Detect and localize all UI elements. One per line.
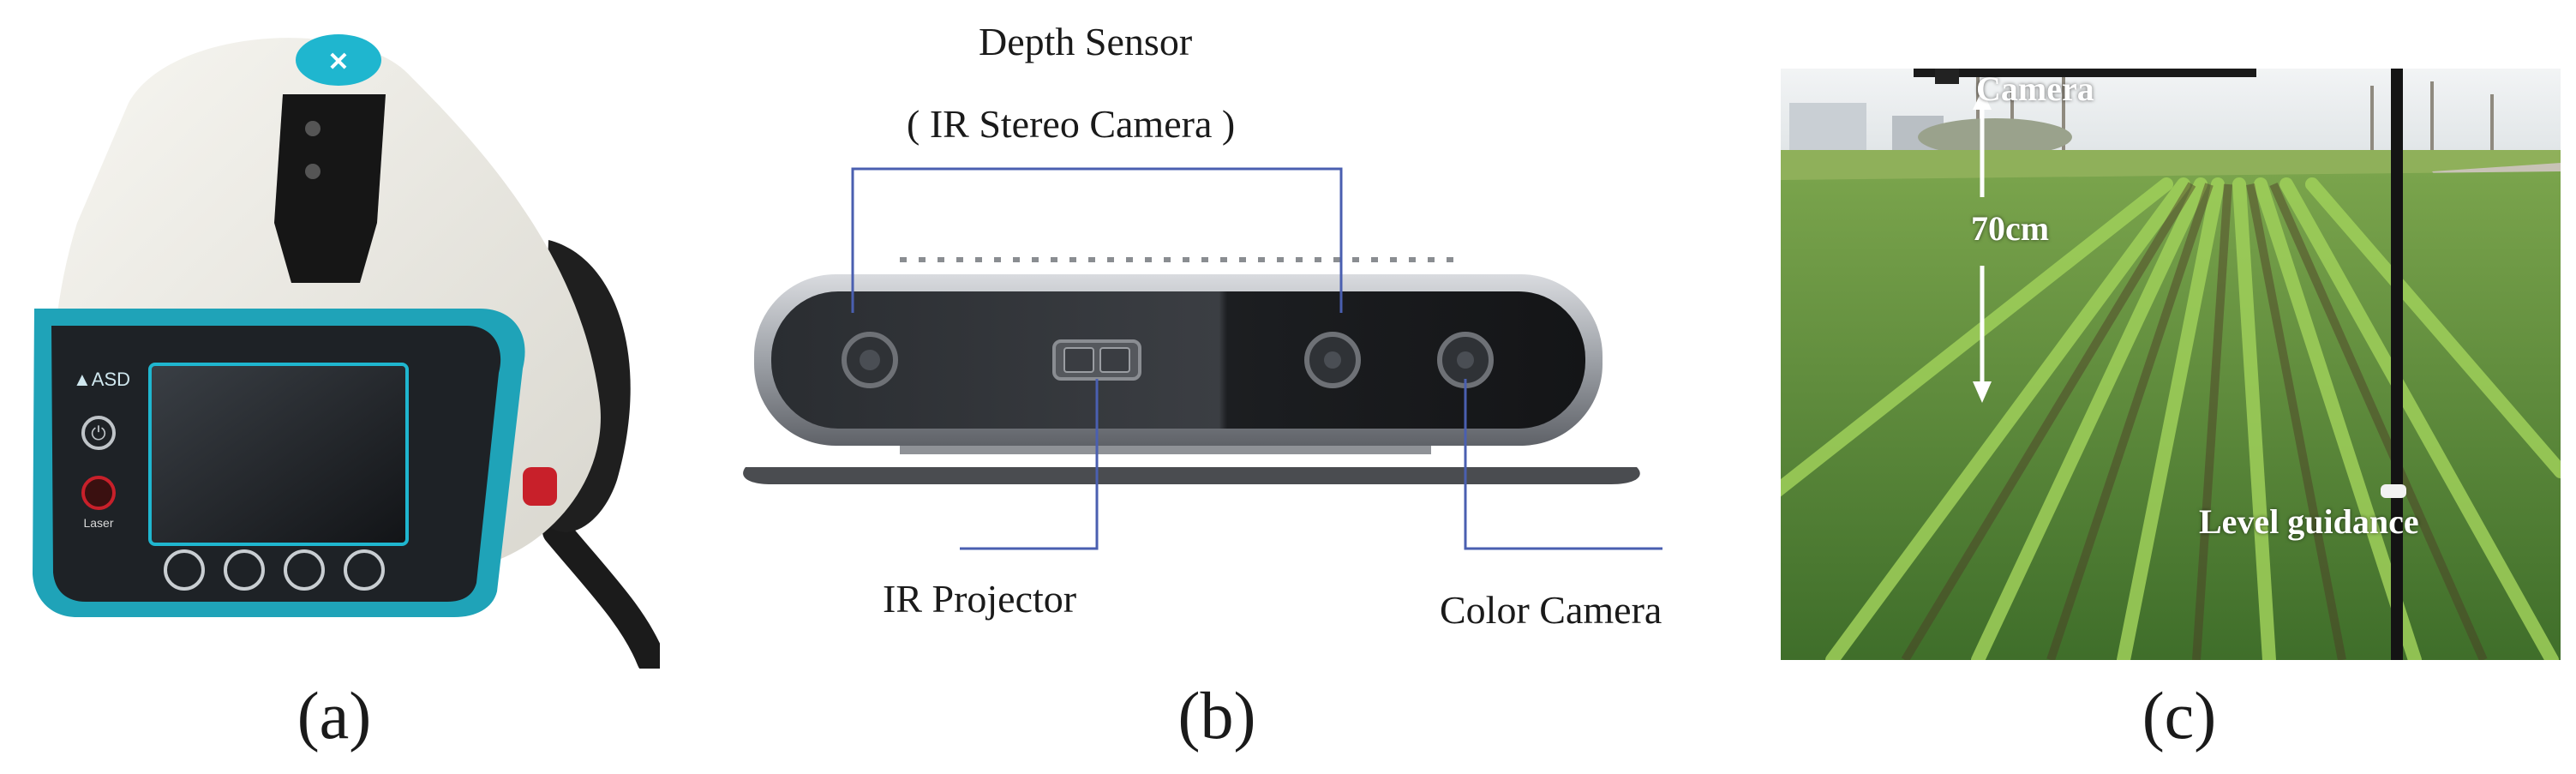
svg-text:Laser: Laser xyxy=(83,516,113,530)
panel-a-device-photo: ✕ ▲ASD ⏻ Laser xyxy=(0,0,660,669)
field-scene-illustration xyxy=(1781,69,2561,660)
handheld-device-illustration: ✕ ▲ASD ⏻ Laser xyxy=(33,34,660,669)
ir-projector-label: IR Projector xyxy=(883,577,1077,621)
ir-stereo-camera-label: ( IR Stereo Camera ) xyxy=(907,102,1236,146)
color-camera-label: Color Camera xyxy=(1440,588,1662,632)
svg-text:⏻: ⏻ xyxy=(91,423,105,445)
panel-c-caption: (c) xyxy=(2142,678,2217,753)
camera-label: Camera xyxy=(1976,69,2094,108)
panel-c-field-photo: Camera 70cm Level guidance xyxy=(1781,69,2561,660)
panel-b-depth-camera: Depth Sensor ( IR Stereo Camera ) IR Pro… xyxy=(720,0,1731,669)
height-label: 70cm xyxy=(1971,209,2050,248)
panel-b-caption: (b) xyxy=(1177,678,1256,753)
depth-sensor-label: Depth Sensor xyxy=(979,20,1193,63)
svg-text:▲ASD: ▲ASD xyxy=(73,369,130,390)
svg-text:✕: ✕ xyxy=(327,48,349,76)
depth-camera-illustration xyxy=(743,167,1662,550)
level-guidance-label: Level guidance xyxy=(2199,502,2419,541)
panel-a-caption: (a) xyxy=(297,678,372,753)
